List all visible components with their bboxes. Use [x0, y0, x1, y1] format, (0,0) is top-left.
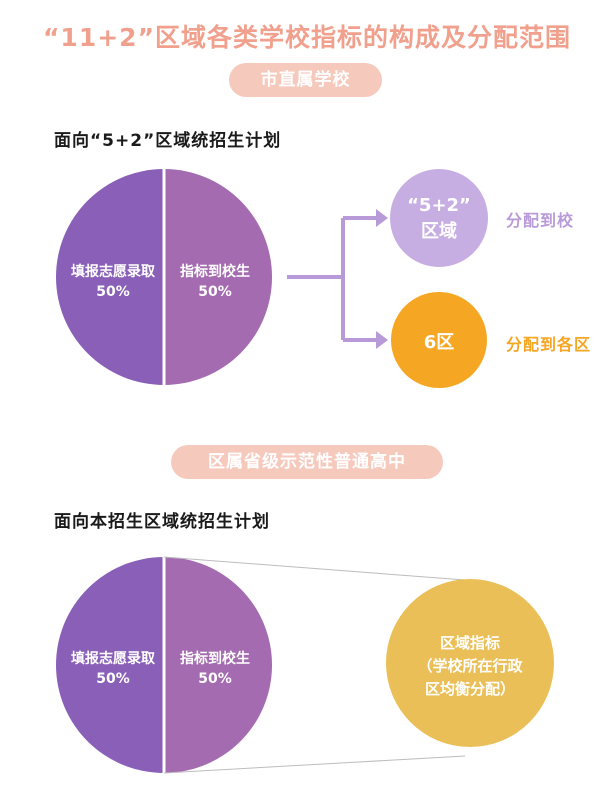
target-district-label: 分配到各区: [506, 335, 592, 354]
zoom-line-bottom: [163, 755, 466, 774]
pie1-left-title: 填报志愿录取: [71, 264, 155, 280]
section-subheading-district: 面向本招生区域统招生计划: [54, 512, 270, 532]
section-pill-municipal: 市直属学校: [229, 63, 382, 97]
target-district-circle: [390, 169, 488, 267]
branch-arrows: [287, 216, 376, 342]
arrow-head-top: [376, 209, 388, 227]
region-line3: 区均衡分配）: [424, 680, 515, 698]
pie2-right-percent: 50%: [198, 671, 232, 687]
pie1-right-percent: 50%: [198, 284, 232, 300]
target-district-line1: “5+2”: [407, 195, 471, 216]
pie1-left-percent: 50%: [96, 284, 130, 300]
target-six-circle: [391, 292, 487, 388]
region-indicator-text: 区域指标 （学校所在行政 区均衡分配）: [386, 632, 554, 701]
pie2-right-title: 指标到校生: [180, 651, 250, 667]
page-title: “11+2”区域各类学校指标的构成及分配范围: [43, 23, 571, 52]
pie2-left-label: 填报志愿录取 50%: [66, 649, 160, 689]
pie1-right-label: 指标到校生 50%: [168, 262, 262, 302]
pie1-left-label: 填报志愿录取 50%: [66, 262, 160, 302]
target-school-label: 分配到校: [506, 211, 575, 230]
target-district-circle-text: “5+2” 区域: [391, 193, 487, 245]
target-district-line2: 区域: [421, 221, 457, 242]
section-subheading-municipal: 面向“5+2”区域统招生计划: [54, 131, 282, 151]
pie1-right-title: 指标到校生: [180, 264, 250, 280]
pie2-left-title: 填报志愿录取: [71, 651, 155, 667]
region-line1: 区域指标: [439, 634, 500, 652]
region-indicator-circle: [386, 579, 554, 747]
pie2-right-label: 指标到校生 50%: [168, 649, 262, 689]
section-pill-district: 区属省级示范性普通高中: [171, 445, 443, 479]
target-six-circle-text: 6区: [423, 332, 455, 353]
arrow-head-bottom: [376, 331, 388, 349]
region-line2: （学校所在行政: [417, 657, 523, 675]
pie2-left-percent: 50%: [96, 671, 130, 687]
zoom-line-top: [163, 556, 466, 581]
